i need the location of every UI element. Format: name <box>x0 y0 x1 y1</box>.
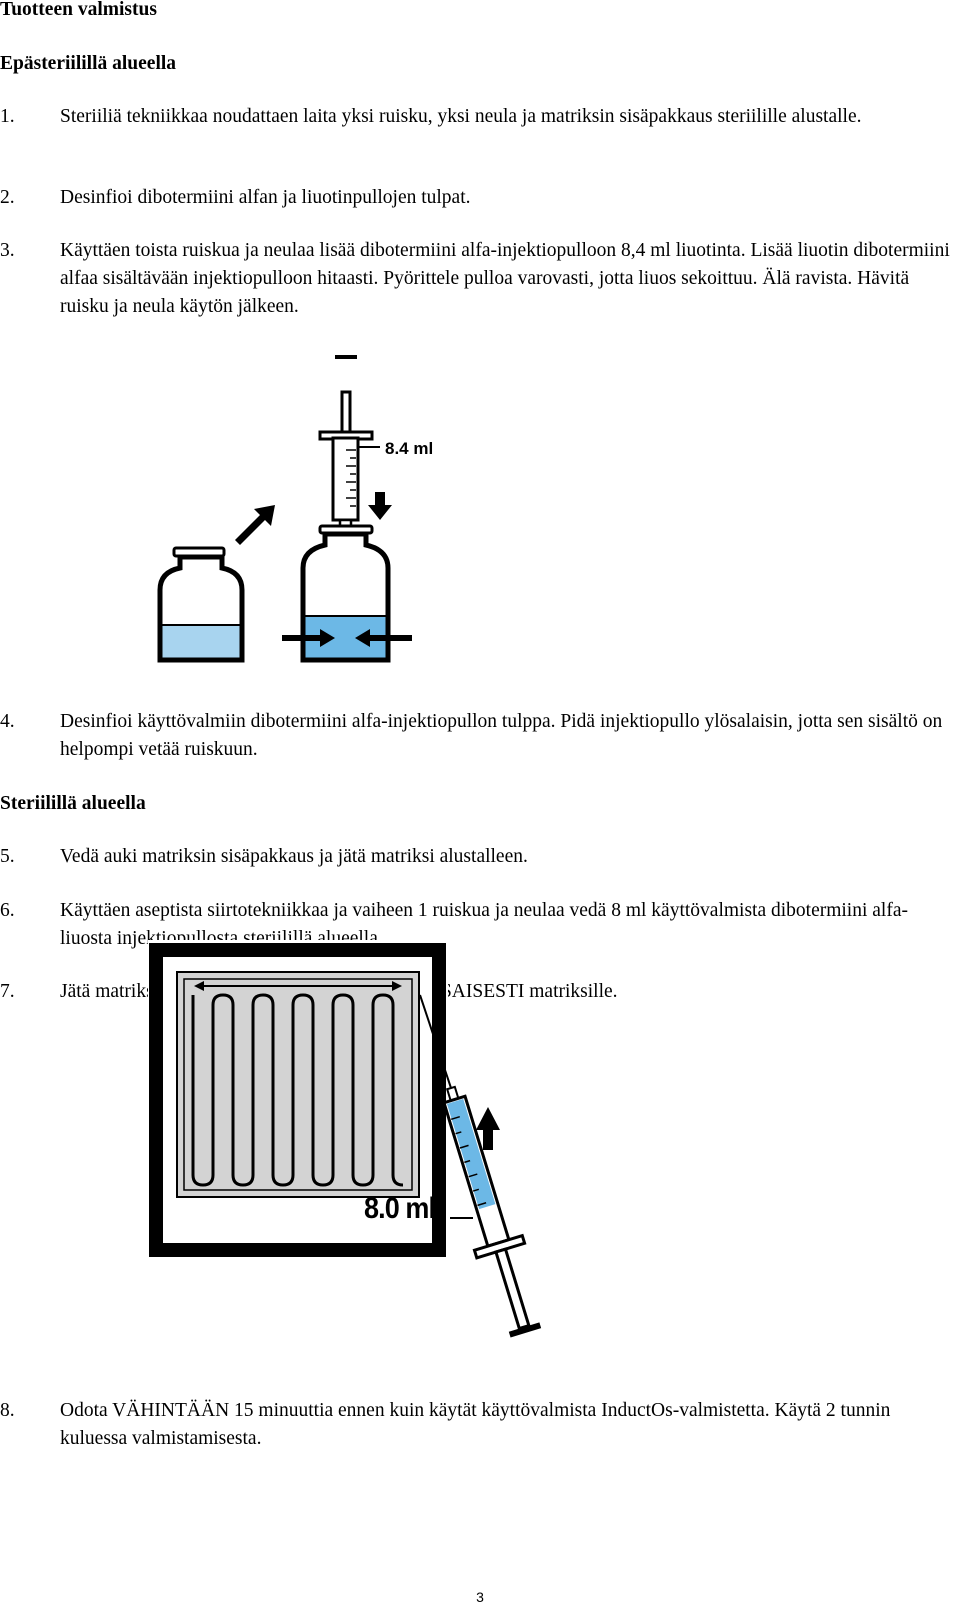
section-heading-sterile: Steriilillä alueella <box>0 793 146 814</box>
step-4: 4. Desinfioi käyttövalmiin dibotermiini … <box>0 708 950 764</box>
step-number: 1. <box>0 106 15 127</box>
swirl-arrow-left <box>282 629 335 647</box>
step-text: Desinfioi dibotermiini alfan ja liuotinp… <box>60 187 471 208</box>
section-heading-nonsterile: Epästeriilillä alueella <box>0 53 177 74</box>
step-6: 6. Käyttäen aseptista siirtotekniikkaa j… <box>0 897 950 953</box>
reconstitution-figure: 8.4 ml <box>157 355 433 663</box>
step-5: 5. Vedä auki matriksin sisäpakkaus ja jä… <box>0 843 950 871</box>
matrix-wave-pattern <box>191 993 404 1187</box>
step-text: Käyttäen aseptista siirtotekniikkaa ja v… <box>60 900 908 949</box>
page-title: Tuotteen valmistus <box>0 0 157 20</box>
plunger-cap <box>335 355 357 359</box>
step-text: Desinfioi käyttövalmiin dibotermiini alf… <box>60 711 943 760</box>
step-3: 3. Käyttäen toista ruiskua ja neulaa lis… <box>0 237 950 321</box>
syringe <box>442 1085 542 1338</box>
step-text: Odota VÄHINTÄÄN 15 minuuttia ennen kuin … <box>60 1400 891 1449</box>
step-text: Käyttäen toista ruiskua ja neulaa lisää … <box>60 240 950 317</box>
needle <box>419 994 452 1089</box>
step-number: 6. <box>0 900 15 921</box>
volume-label: 8.0 ml <box>364 1192 435 1226</box>
matrix-sponge <box>176 971 420 1198</box>
up-arrow <box>476 1107 500 1150</box>
product-vial <box>300 524 391 663</box>
step-number: 7. <box>0 981 15 1002</box>
step-number: 3. <box>0 240 15 261</box>
volume-label: 8.4 ml <box>385 439 433 458</box>
step-2: 2. Desinfioi dibotermiini alfan ja liuot… <box>0 184 950 212</box>
transfer-arrow <box>235 505 275 545</box>
step-text: Steriiliä tekniikkaa noudattaen laita yk… <box>60 106 862 127</box>
step-number: 8. <box>0 1400 15 1421</box>
step-text: Vedä auki matriksin sisäpakkaus ja jätä … <box>60 846 528 867</box>
syringe-scale <box>346 449 356 507</box>
down-arrow <box>368 492 392 520</box>
page-number: 3 <box>476 1589 484 1605</box>
step-number: 4. <box>0 711 15 732</box>
step-1: 1. Steriiliä tekniikkaa noudattaen laita… <box>0 103 950 131</box>
step-8: 8. Odota VÄHINTÄÄN 15 minuuttia ennen ku… <box>0 1397 950 1453</box>
step-number: 2. <box>0 187 15 208</box>
step-number: 5. <box>0 846 15 867</box>
solvent-vial <box>157 546 245 663</box>
matrix-figure: 8.0 ml <box>148 940 542 1338</box>
swirl-arrow-right <box>355 629 412 647</box>
